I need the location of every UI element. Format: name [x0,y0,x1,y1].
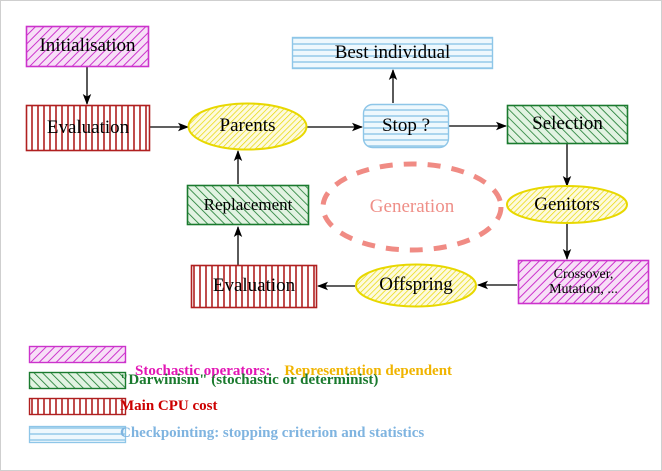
node-evaluation-bottom[interactable] [190,264,318,309]
node-offspring[interactable] [355,263,477,308]
legend-swatch-blue-horizontal [28,425,127,444]
node-generation [320,161,504,253]
legend-text-representation-dependent: Representation dependent [284,363,453,379]
node-parents[interactable] [187,102,308,151]
node-initialisation[interactable] [25,25,150,68]
legend-swatch-magenta-diagonal [28,345,127,364]
node-crossover[interactable] [517,259,650,305]
node-selection[interactable] [506,104,629,145]
node-stop[interactable] [362,103,450,149]
legend-row-stochastic: Stochastic operators: Representation depe… [120,346,452,397]
legend-text-stochastic-operators: Stochastic operators: [135,363,271,379]
legend-text-main-cpu-cost: Main CPU cost [120,398,218,414]
legend-swatch-green-backdiagonal [28,371,127,390]
legend-text-darwinism: "Darwinism" (stochastic or determinist) [120,372,379,388]
node-evaluation-top[interactable] [25,104,151,152]
legend-text-checkpointing: Checkpointing: stopping criterion and st… [120,425,425,441]
legend-swatch-red-vertical [28,397,127,416]
node-replacement[interactable] [186,184,310,226]
node-best-individual[interactable] [291,36,494,70]
node-genitors[interactable] [506,185,628,224]
